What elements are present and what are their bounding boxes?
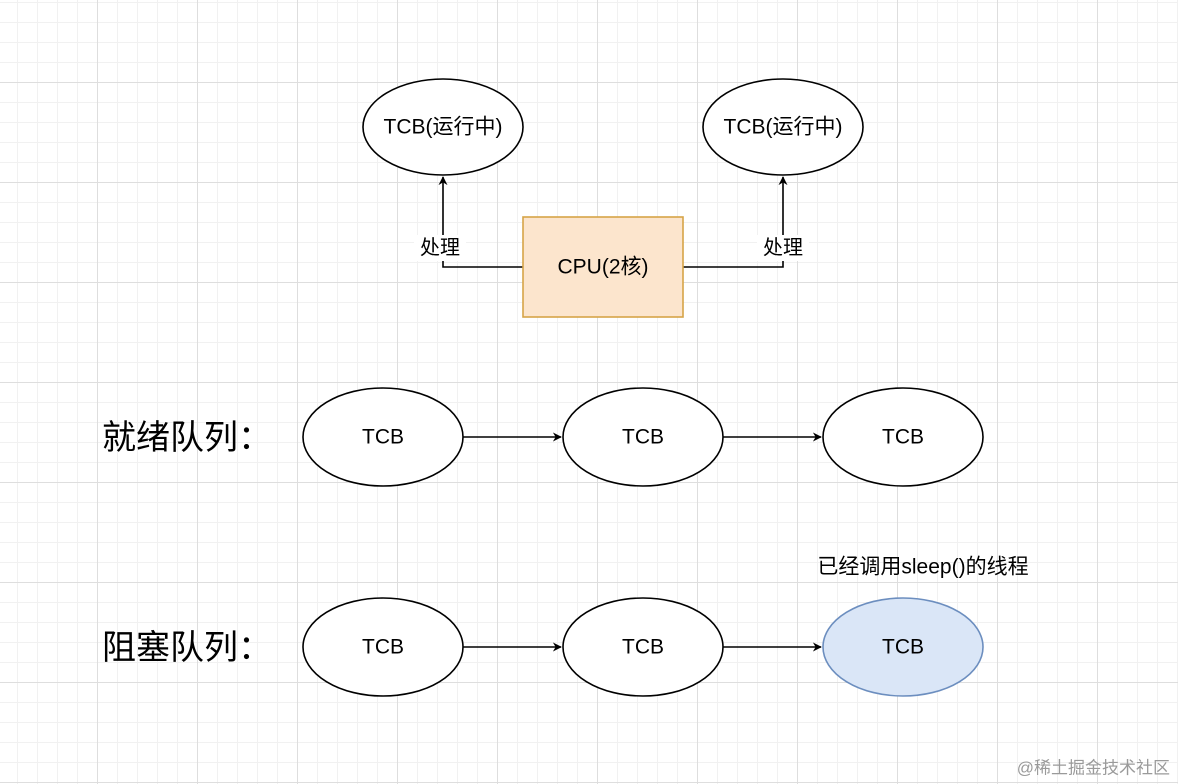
blocked-tcb-3-sleeping[interactable]: TCB	[822, 597, 984, 697]
blocked-tcb-1[interactable]: TCB	[302, 597, 464, 697]
edge-cpu-to-left	[438, 176, 523, 268]
edge-left-label-bg	[414, 235, 466, 261]
cpu-label: CPU(2核)	[557, 256, 648, 279]
blocked-queue-title: 阻塞队列：	[102, 629, 272, 667]
cpu-box[interactable]: CPU(2核)	[522, 216, 684, 318]
ready-tcb-1-label: TCB	[362, 426, 404, 449]
edge-cpu-to-right	[683, 176, 788, 268]
running-tcb-left[interactable]: TCB(运行中)	[362, 78, 524, 176]
ready-tcb-1[interactable]: TCB	[302, 387, 464, 487]
watermark: @稀土掘金技术社区	[1017, 759, 1170, 778]
blocked-tcb-1-label: TCB	[362, 636, 404, 659]
running-tcb-left-label: TCB(运行中)	[384, 116, 503, 139]
ready-tcb-3-label: TCB	[882, 426, 924, 449]
edge-right-label-bg	[757, 235, 809, 261]
ready-queue-title: 就绪队列：	[102, 419, 272, 457]
edge-left-label: 处理	[420, 236, 460, 259]
sleep-note: 已经调用sleep()的线程	[817, 556, 1028, 579]
running-tcb-right-label: TCB(运行中)	[724, 116, 843, 139]
blocked-tcb-2-label: TCB	[622, 636, 664, 659]
running-tcb-right[interactable]: TCB(运行中)	[702, 78, 864, 176]
ready-tcb-2-label: TCB	[622, 426, 664, 449]
edge-right-label: 处理	[763, 236, 803, 259]
blocked-tcb-2[interactable]: TCB	[562, 597, 724, 697]
ready-tcb-3[interactable]: TCB	[822, 387, 984, 487]
blocked-tcb-3-label: TCB	[882, 636, 924, 659]
ready-tcb-2[interactable]: TCB	[562, 387, 724, 487]
